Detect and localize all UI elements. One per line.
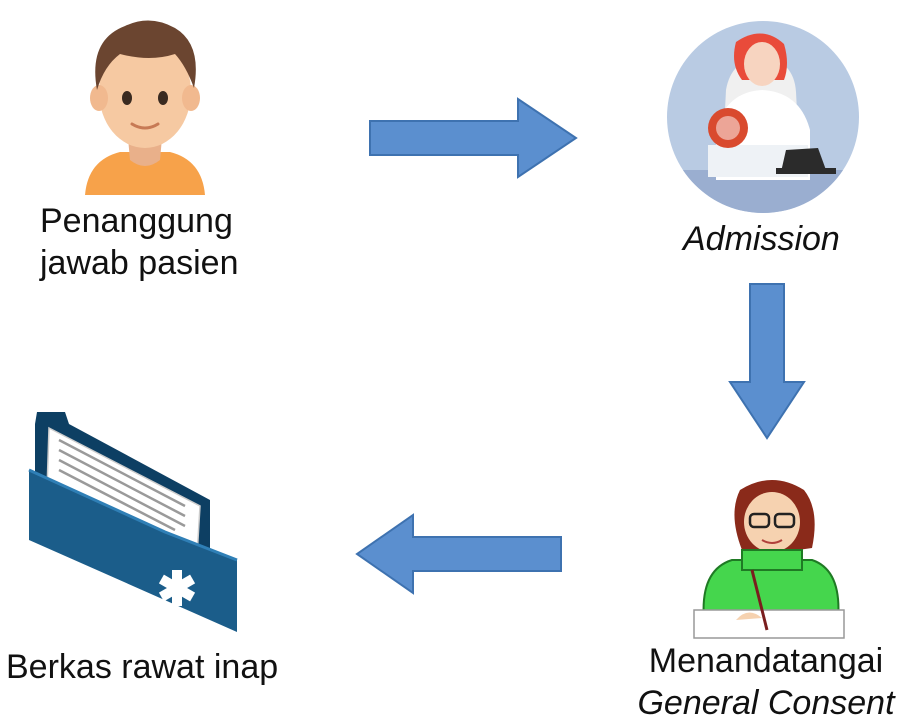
admission-label: Admission <box>683 220 840 258</box>
receptionist-icon <box>667 21 859 213</box>
responsible-person-line1: Penanggung <box>40 202 233 240</box>
signing-woman-icon <box>693 480 845 639</box>
arrow-down <box>728 283 806 440</box>
signing-line2: General Consent <box>637 684 895 722</box>
medical-folder-icon <box>28 412 238 632</box>
responsible-person-line2: jawab pasien <box>40 244 239 282</box>
responsible-person-label: Penanggung jawab pasien <box>40 200 238 284</box>
signing-line1: Menandatangai <box>648 642 884 680</box>
arrow-right <box>369 97 578 179</box>
inpatient-file-label: Berkas rawat inap <box>6 648 279 686</box>
arrow-left <box>355 513 562 595</box>
signing-label: Menandatangai General Consent <box>626 640 906 724</box>
person-icon <box>85 20 205 195</box>
